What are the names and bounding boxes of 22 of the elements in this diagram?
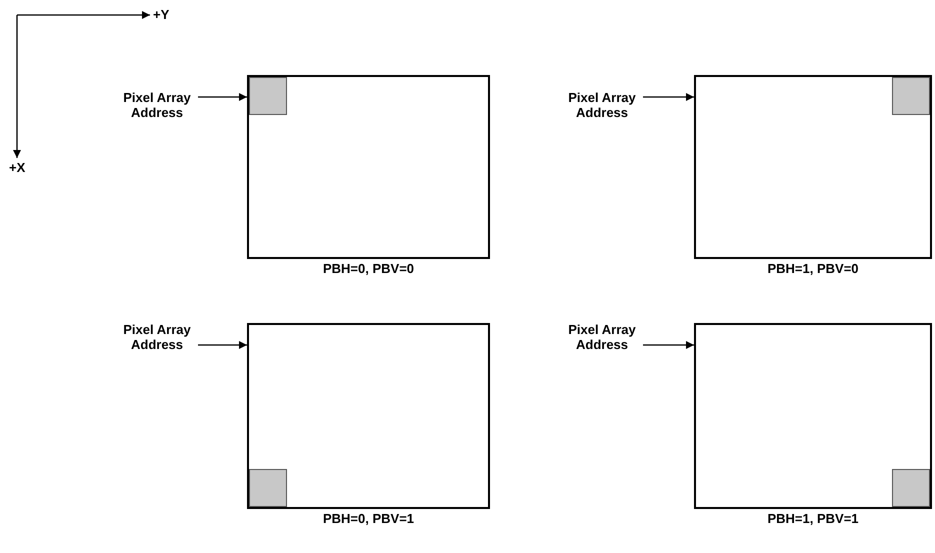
axis-label: +X	[9, 160, 26, 175]
node-label: PBH=1, PBV=0	[766, 261, 860, 276]
pixel-block	[249, 469, 287, 507]
pixel-array-frame	[247, 75, 490, 259]
pixel-array-frame	[694, 75, 932, 259]
axis-label: +Y	[153, 7, 170, 22]
callout-label: Pixel Array Address	[557, 90, 647, 120]
leader-arrow	[198, 341, 247, 349]
node-label: PBH=0, PBV=1	[322, 511, 416, 526]
callout-label: Pixel Array Address	[557, 322, 647, 352]
callout-label: Pixel Array Address	[112, 322, 202, 352]
leader-arrow	[198, 93, 247, 101]
pixel-block	[892, 469, 930, 507]
callout-label: Pixel Array Address	[112, 90, 202, 120]
leader-arrow	[643, 93, 694, 101]
pixel-block	[892, 77, 930, 115]
pixel-array-frame	[247, 323, 490, 509]
leader-arrow	[643, 341, 694, 349]
node-label: PBH=0, PBV=0	[322, 261, 416, 276]
node-label: PBH=1, PBV=1	[766, 511, 860, 526]
pixel-array-frame	[694, 323, 932, 509]
pixel-block	[249, 77, 287, 115]
